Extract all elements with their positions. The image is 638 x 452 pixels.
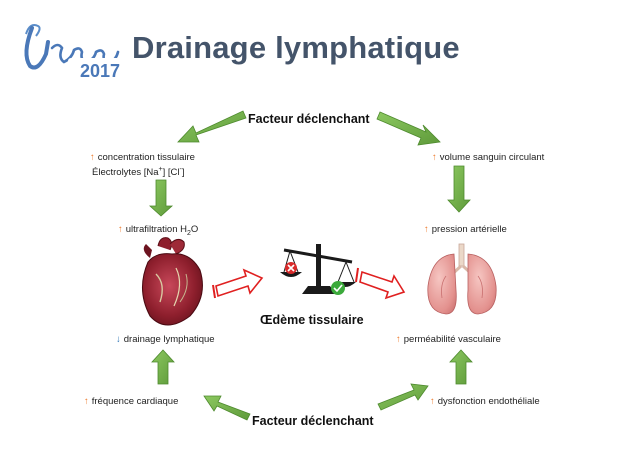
balance-scale-icon bbox=[280, 244, 356, 295]
increase-arrow-icon: ↑ bbox=[432, 152, 437, 163]
increase-arrow-icon: ↑ bbox=[424, 224, 429, 235]
arrow-trigger-to-bottom-left bbox=[203, 395, 251, 421]
center-label: Œdème tissulaire bbox=[260, 313, 364, 327]
node-drainage: ↓drainage lymphatique bbox=[116, 334, 215, 345]
node-permeabilite: ↑perméabilité vasculaire bbox=[396, 334, 501, 345]
increase-arrow-icon: ↑ bbox=[430, 396, 435, 407]
arrow-up-right bbox=[449, 349, 473, 385]
increase-arrow-icon: ↑ bbox=[118, 224, 123, 235]
decrease-arrow-icon: ↓ bbox=[116, 334, 121, 345]
node-concentration: ↑concentration tissulaire Électrolytes [… bbox=[90, 152, 195, 179]
heart-icon bbox=[142, 237, 203, 326]
logo-year: 2017 bbox=[80, 61, 120, 81]
trigger-bottom-label: Facteur déclenchant bbox=[252, 414, 374, 428]
node-frequence: ↑fréquence cardiaque bbox=[84, 396, 179, 407]
arrow-trigger-to-bottom-right bbox=[377, 383, 429, 411]
arrow-up-left bbox=[151, 349, 175, 385]
increase-arrow-icon: ↑ bbox=[396, 334, 401, 345]
arrow-down-right bbox=[447, 165, 471, 213]
increase-arrow-icon: ↑ bbox=[84, 396, 89, 407]
node-volume: ↑volume sanguin circulant bbox=[432, 152, 545, 163]
node-dysfonction: ↑dysfonction endothéliale bbox=[430, 396, 540, 407]
arrow-trigger-to-right bbox=[376, 111, 441, 146]
urgences-2017-logo: 2017 bbox=[24, 24, 124, 81]
arrow-trigger-to-left bbox=[177, 110, 247, 143]
trigger-top-label: Facteur déclenchant bbox=[248, 112, 370, 126]
arrow-down-left bbox=[148, 179, 174, 217]
check-icon bbox=[331, 281, 345, 295]
page-title: Drainage lymphatique bbox=[132, 30, 460, 65]
lungs-icon bbox=[427, 243, 497, 315]
red-arrow-left bbox=[212, 268, 264, 299]
node-ultrafiltration: ↑ultrafiltration H2O bbox=[118, 224, 199, 237]
node-pression: ↑pression artérielle bbox=[424, 224, 507, 235]
red-arrow-right bbox=[355, 267, 406, 300]
increase-arrow-icon: ↑ bbox=[90, 152, 95, 163]
